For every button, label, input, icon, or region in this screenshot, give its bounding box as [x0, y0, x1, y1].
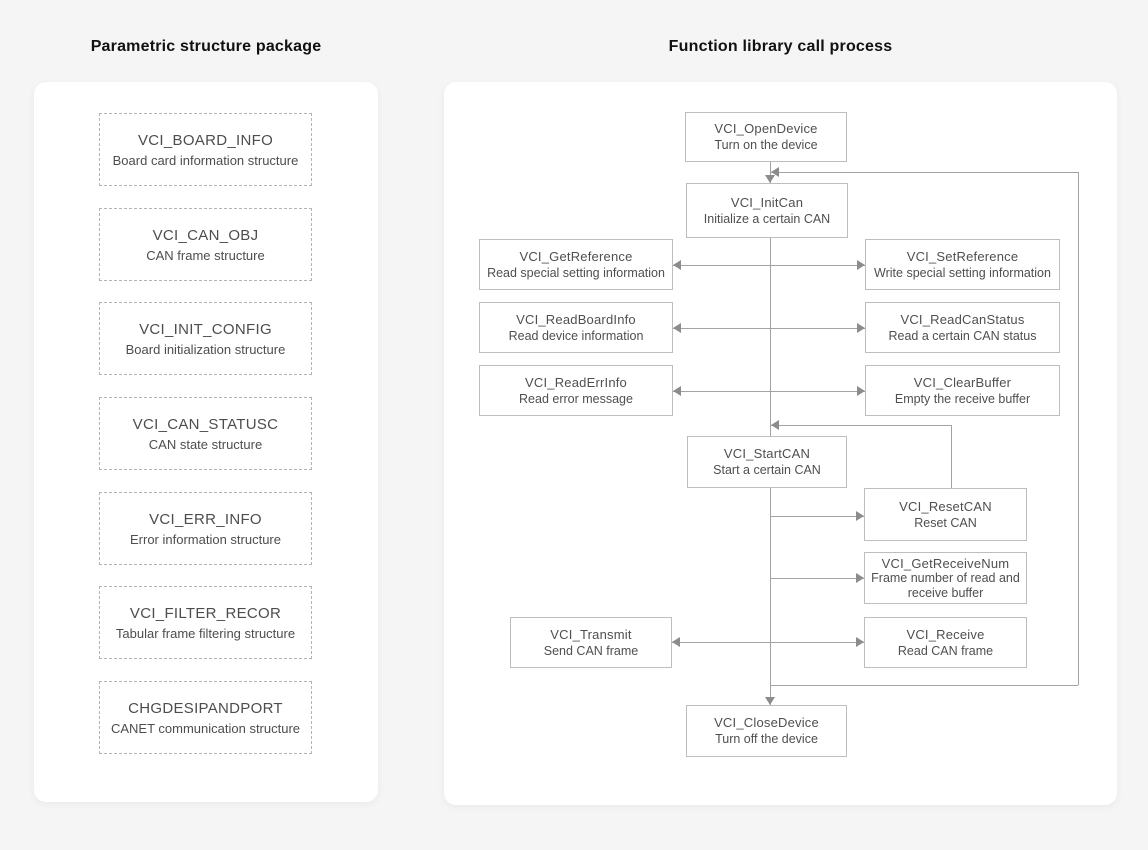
- struct-name: VCI_FILTER_RECOR: [129, 604, 282, 622]
- node-title: VCI_OpenDevice: [714, 121, 818, 136]
- node-desc: Read a certain CAN status: [888, 328, 1037, 343]
- flow-panel-title: Function library call process: [668, 38, 893, 55]
- struct-name: VCI_BOARD_INFO: [137, 131, 274, 149]
- node-desc: Send CAN frame: [543, 643, 639, 658]
- flow-node-read-err-info: VCI_ReadErrInfo Read error message: [479, 365, 673, 416]
- connector-boardinfo-canstatus: [673, 328, 865, 329]
- node-desc: Read special setting information: [487, 265, 665, 280]
- flow-node-read-can-status: VCI_ReadCanStatus Read a certain CAN sta…: [865, 302, 1060, 353]
- flow-node-start-can: VCI_StartCAN Start a certain CAN: [687, 436, 847, 488]
- flow-node-receive: VCI_Receive Read CAN frame: [864, 617, 1027, 668]
- flow-node-get-reference: VCI_GetReference Read special setting in…: [479, 239, 673, 290]
- struct-box-chgdesipandport: CHGDESIPANDPORT CANET communication stru…: [99, 681, 312, 754]
- node-desc: Turn off the device: [715, 732, 818, 746]
- flow-node-transmit: VCI_Transmit Send CAN frame: [510, 617, 672, 668]
- arrowhead-into-resetcan: [856, 511, 864, 521]
- node-title: VCI_ReadBoardInfo: [516, 311, 636, 327]
- flow-node-open-device: VCI_OpenDevice Turn on the device: [685, 112, 847, 162]
- struct-box-board-info: VCI_BOARD_INFO Board card information st…: [99, 113, 312, 186]
- struct-desc: Board initialization structure: [125, 341, 286, 357]
- struct-desc: Tabular frame filtering structure: [115, 625, 296, 641]
- struct-box-err-info: VCI_ERR_INFO Error information structure: [99, 492, 312, 565]
- arrowhead-into-initcan: [765, 175, 775, 183]
- struct-name: VCI_CAN_STATUSC: [132, 415, 279, 433]
- node-desc: Write special setting information: [874, 265, 1051, 280]
- node-desc: Empty the receive buffer: [894, 391, 1031, 406]
- arrowhead-into-receive: [856, 637, 864, 647]
- parametric-structure-card: VCI_BOARD_INFO Board card information st…: [34, 82, 378, 802]
- node-desc: Frame number of read and receive buffer: [871, 570, 1020, 600]
- node-title: VCI_InitCan: [730, 194, 804, 210]
- struct-name: CHGDESIPANDPORT: [128, 699, 283, 717]
- struct-name: VCI_ERR_INFO: [149, 510, 262, 528]
- arrowhead-into-transmit: [672, 637, 680, 647]
- arrowhead-into-clearbuffer: [857, 386, 865, 396]
- flow-node-close-device: VCI_CloseDevice Turn off the device: [686, 705, 847, 757]
- flow-node-init-can: VCI_InitCan Initialize a certain CAN: [686, 183, 848, 238]
- node-title: VCI_ReadErrInfo: [525, 374, 627, 390]
- struct-desc: CANET communication structure: [110, 720, 301, 736]
- node-desc: Read error message: [519, 391, 633, 406]
- arrowhead-into-readboardinfo: [673, 323, 681, 333]
- struct-desc: Error information structure: [130, 531, 281, 547]
- arrowhead-into-readerrinfo: [673, 386, 681, 396]
- connector-resetcan-return-v: [951, 425, 952, 488]
- node-desc: Start a certain CAN: [713, 463, 821, 477]
- struct-desc: Board card information structure: [112, 152, 299, 168]
- node-title: VCI_ReadCanStatus: [900, 311, 1025, 327]
- connector-getref-setref: [673, 265, 865, 266]
- struct-desc: CAN frame structure: [146, 247, 265, 263]
- node-title: VCI_SetReference: [906, 248, 1019, 264]
- node-title: VCI_GetReceiveNum: [881, 555, 1010, 571]
- struct-name: VCI_CAN_OBJ: [152, 226, 259, 244]
- node-title: VCI_CloseDevice: [714, 715, 819, 730]
- node-title: VCI_Transmit: [550, 626, 632, 642]
- function-call-flowchart: VCI_OpenDevice Turn on the device VCI_In…: [444, 82, 1117, 805]
- struct-desc: CAN state structure: [148, 436, 263, 452]
- connector-to-getreceivenum: [770, 578, 864, 579]
- node-desc: Turn on the device: [714, 138, 818, 152]
- flow-node-read-board-info: VCI_ReadBoardInfo Read device informatio…: [479, 302, 673, 353]
- arrowhead-into-setreference: [857, 260, 865, 270]
- connector-loop-bottom: [770, 685, 1078, 686]
- node-desc: Read CAN frame: [897, 643, 994, 658]
- node-title: VCI_GetReference: [519, 248, 633, 264]
- node-desc: Reset CAN: [914, 515, 977, 530]
- arrowhead-into-closedevice: [765, 697, 775, 705]
- connector-resetcan-return-h: [770, 425, 951, 426]
- struct-box-can-statusc: VCI_CAN_STATUSC CAN state structure: [99, 397, 312, 470]
- arrowhead-resetcan-return: [771, 420, 779, 430]
- struct-box-can-obj: VCI_CAN_OBJ CAN frame structure: [99, 208, 312, 281]
- struct-box-init-config: VCI_INIT_CONFIG Board initialization str…: [99, 302, 312, 375]
- struct-name: VCI_INIT_CONFIG: [139, 320, 272, 338]
- arrowhead-into-getreceivenum: [856, 573, 864, 583]
- flow-node-reset-can: VCI_ResetCAN Reset CAN: [864, 488, 1027, 541]
- arrowhead-loop-into-spine: [771, 167, 779, 177]
- node-title: VCI_StartCAN: [723, 446, 811, 461]
- connector-transmit-receive: [672, 642, 864, 643]
- node-title: VCI_ClearBuffer: [913, 374, 1012, 390]
- flow-node-get-receive-num: VCI_GetReceiveNum Frame number of read a…: [864, 552, 1027, 604]
- node-desc: Initialize a certain CAN: [703, 211, 831, 226]
- node-title: VCI_Receive: [906, 626, 985, 642]
- connector-to-resetcan: [770, 516, 864, 517]
- flow-node-set-reference: VCI_SetReference Write special setting i…: [865, 239, 1060, 290]
- left-panel-title: Parametric structure package: [90, 38, 322, 55]
- connector-loop-right: [1078, 172, 1079, 685]
- connector-errinfo-clearbuffer: [673, 391, 865, 392]
- arrowhead-into-getreference: [673, 260, 681, 270]
- flow-node-clear-buffer: VCI_ClearBuffer Empty the receive buffer: [865, 365, 1060, 416]
- connector-loop-top: [770, 172, 1078, 173]
- struct-box-filter-recor: VCI_FILTER_RECOR Tabular frame filtering…: [99, 586, 312, 659]
- node-title: VCI_ResetCAN: [899, 498, 992, 514]
- arrowhead-into-readcanstatus: [857, 323, 865, 333]
- node-desc: Read device information: [508, 328, 644, 343]
